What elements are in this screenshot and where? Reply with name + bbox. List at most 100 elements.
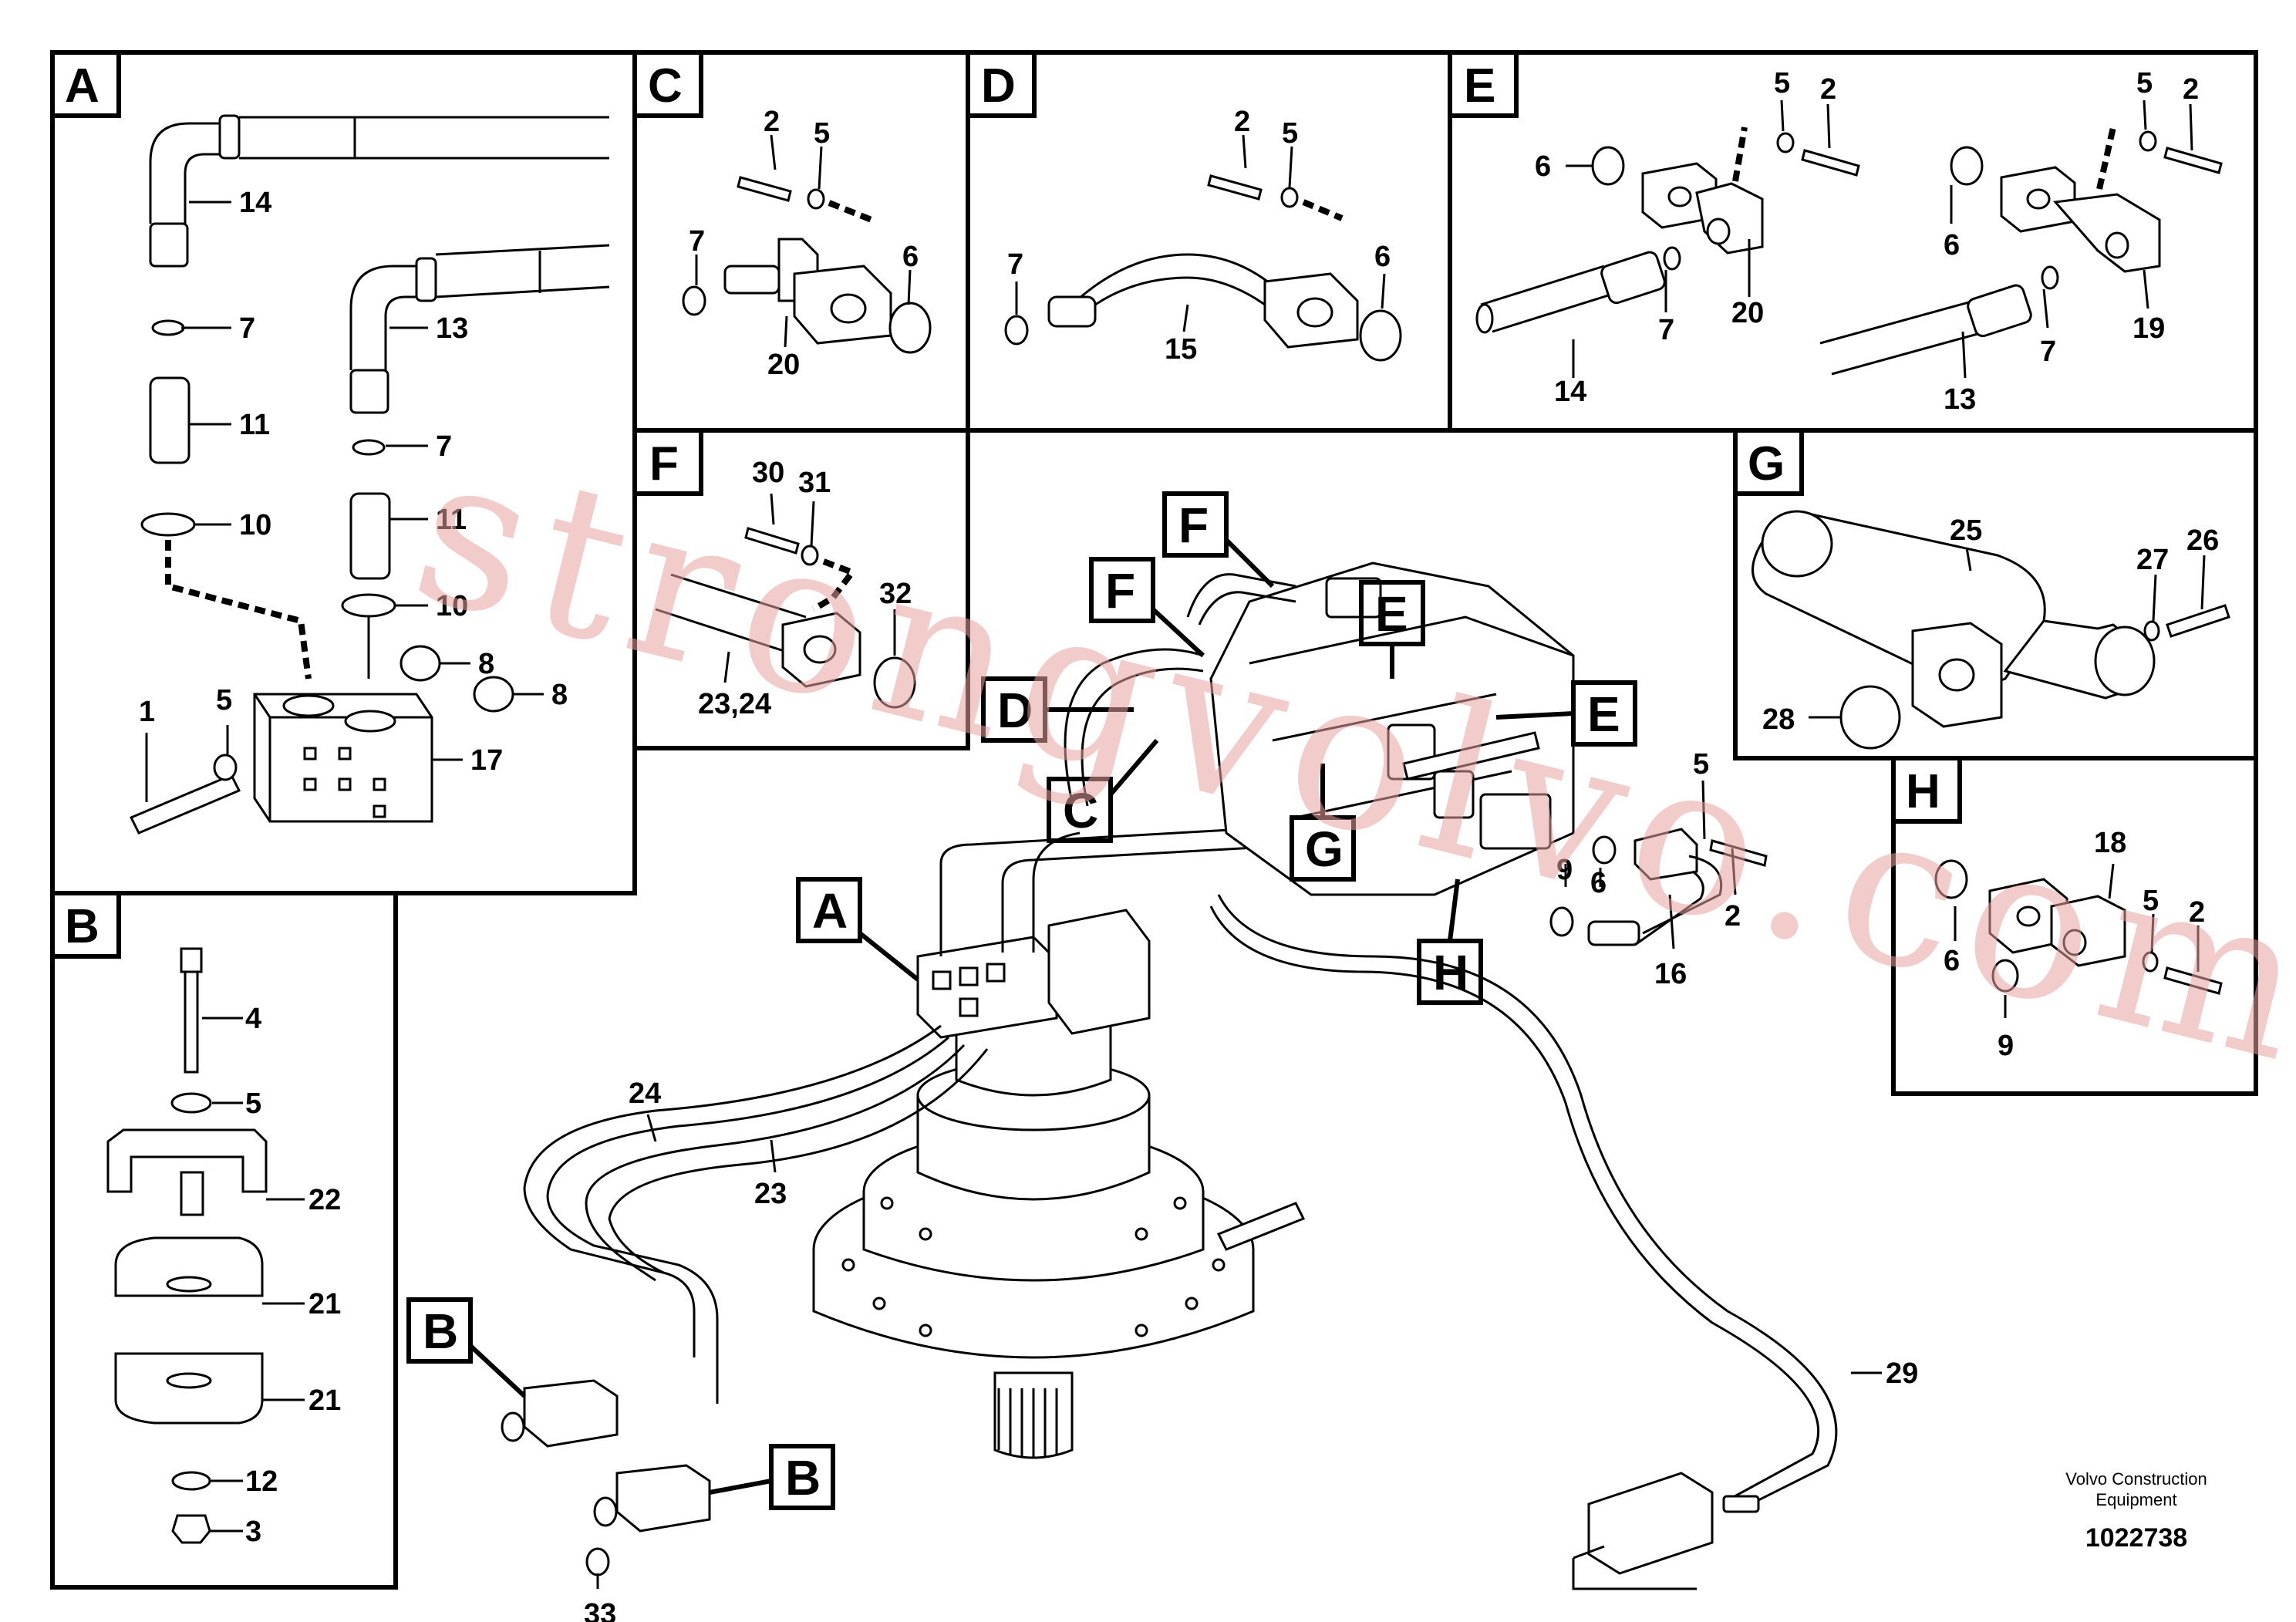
panel-e-label-3: 6 [1535, 150, 1551, 183]
panel-e-label-2: 2 [1820, 73, 1836, 106]
panel-b-label-5: 21 [308, 1384, 341, 1417]
panel-g-label-3: 26 [2186, 524, 2219, 557]
callout-d: D [997, 683, 1033, 738]
panel-letters: A B C D E F G H [50, 50, 1962, 959]
main-label-33: 33 [584, 1598, 616, 1622]
panel-e-label-4: 20 [1731, 297, 1764, 329]
callout-f-2: F [1105, 563, 1135, 619]
document-number: 1022738 [2085, 1523, 2187, 1553]
panel-a-letter: A [65, 59, 99, 113]
panel-a-label-3: 11 [239, 409, 270, 441]
panel-c-drawing [682, 134, 932, 354]
callout-g: G [1305, 821, 1344, 877]
panel-b-letter: B [65, 900, 99, 953]
panel-b-label-6: 12 [245, 1465, 278, 1498]
main-callouts: F F E D E C G A H B B [406, 491, 1637, 1510]
panel-e-label-10: 19 [2132, 312, 2165, 345]
panel-f-label-3: 32 [879, 578, 912, 610]
panel-f-label-1: 30 [752, 457, 784, 489]
panel-a-label-11: 5 [216, 684, 232, 717]
panel-g-letter: G [1748, 437, 1785, 491]
panel-g-label-1: 25 [1950, 514, 1982, 547]
panel-d-label-5: 15 [1165, 333, 1197, 366]
panel-a-drawing [129, 114, 610, 835]
panel-c-letter: C [648, 59, 683, 113]
panel-h-labels: 18 6 5 2 9 [1944, 827, 2205, 1062]
panel-h-label-3: 5 [2143, 885, 2159, 917]
panel-d-drawing [1004, 134, 1402, 362]
panel-f-label-2: 31 [798, 467, 831, 499]
caption: Volvo Construction Equipment 1022738 [2065, 1469, 2207, 1553]
callout-e-2: E [1587, 686, 1620, 742]
panel-e-label-9: 6 [1944, 229, 1960, 261]
panel-e-drawing [1475, 99, 2223, 379]
callout-f-1: F [1178, 497, 1209, 553]
main-label-5: 5 [1693, 748, 1709, 781]
main-assembly [501, 561, 1882, 1590]
panel-g-label-4: 28 [1762, 703, 1795, 736]
panel-f-frame [632, 428, 970, 750]
panel-a-label-5: 13 [436, 312, 468, 345]
main-label-23: 23 [754, 1178, 787, 1210]
callout-a: A [812, 883, 848, 939]
panel-b-label-4: 21 [308, 1288, 341, 1320]
panel-h-label-2: 6 [1944, 945, 1960, 977]
panel-e-label-8: 2 [2183, 73, 2199, 106]
main-label-24: 24 [629, 1077, 661, 1110]
panel-h-letter: H [1906, 765, 1940, 818]
panel-a-label-10: 8 [551, 679, 568, 711]
panel-e-label-12: 13 [1944, 383, 1976, 416]
panel-d-labels: 2 5 7 6 15 [1007, 106, 1391, 366]
panel-h-drawing [1934, 859, 2223, 1018]
panel-c-label-4: 6 [902, 241, 919, 273]
main-label-2: 2 [1725, 900, 1741, 932]
callout-b-1: B [423, 1303, 458, 1359]
panel-c-label-5: 20 [767, 349, 800, 381]
panel-d-label-4: 6 [1374, 241, 1391, 273]
panel-e-label-6: 14 [1554, 376, 1586, 408]
panel-frames [50, 50, 2258, 1590]
main-label-9: 9 [1556, 854, 1573, 886]
panel-g-label-2: 27 [2136, 544, 2169, 576]
callout-h: H [1433, 945, 1468, 1000]
panel-f-label-4: 23,24 [698, 688, 771, 720]
panel-e-label-1: 5 [1774, 67, 1790, 99]
panel-h-frame [1891, 756, 2258, 1096]
panel-f-drawing [655, 493, 916, 709]
panel-h-label-1: 18 [2094, 827, 2126, 859]
panel-b-frame [50, 891, 398, 1590]
panel-h-label-5: 9 [1998, 1030, 2014, 1062]
main-labels: 24 23 5 9 6 2 16 29 33 [584, 748, 1918, 1622]
panel-a-label-1: 14 [239, 187, 271, 219]
panel-b-label-7: 3 [245, 1516, 261, 1548]
panel-d-label-1: 2 [1234, 106, 1250, 138]
panel-b-labels: 4 5 22 21 21 12 3 [245, 1003, 341, 1548]
panel-a-label-4: 10 [239, 509, 271, 541]
panel-e-labels: 5 2 6 20 7 14 5 2 6 19 7 13 [1535, 67, 2199, 416]
caption-line-2: Equipment [2095, 1490, 2176, 1509]
panel-f-labels: 30 31 32 23,24 [698, 457, 912, 720]
panel-c-labels: 2 5 7 6 20 [689, 106, 919, 381]
panel-b-label-2: 5 [245, 1088, 261, 1120]
main-label-29: 29 [1886, 1357, 1918, 1390]
panel-c-label-3: 7 [689, 225, 705, 258]
panel-c-label-1: 2 [764, 106, 780, 138]
panel-b-label-1: 4 [245, 1003, 261, 1035]
panel-c-label-2: 5 [814, 117, 830, 150]
panel-a-label-7: 11 [436, 504, 467, 536]
panel-d-letter: D [981, 59, 1016, 113]
caption-line-1: Volvo Construction [2065, 1469, 2207, 1489]
callout-e-1: E [1375, 586, 1408, 642]
callout-b-2: B [785, 1450, 821, 1506]
panel-g-labels: 25 27 26 28 [1762, 514, 2219, 736]
panel-a-labels: 14 7 11 10 13 7 11 10 8 8 5 1 17 [139, 187, 568, 777]
panel-b-label-3: 22 [308, 1184, 341, 1216]
callout-c: C [1063, 783, 1098, 838]
panel-h-label-4: 2 [2189, 896, 2205, 929]
panel-e-letter: E [1464, 59, 1495, 113]
panel-a-label-6: 7 [436, 430, 452, 463]
panel-a-label-13: 17 [470, 744, 503, 777]
main-label-6: 6 [1590, 867, 1607, 899]
panel-a-label-8: 10 [436, 590, 468, 622]
